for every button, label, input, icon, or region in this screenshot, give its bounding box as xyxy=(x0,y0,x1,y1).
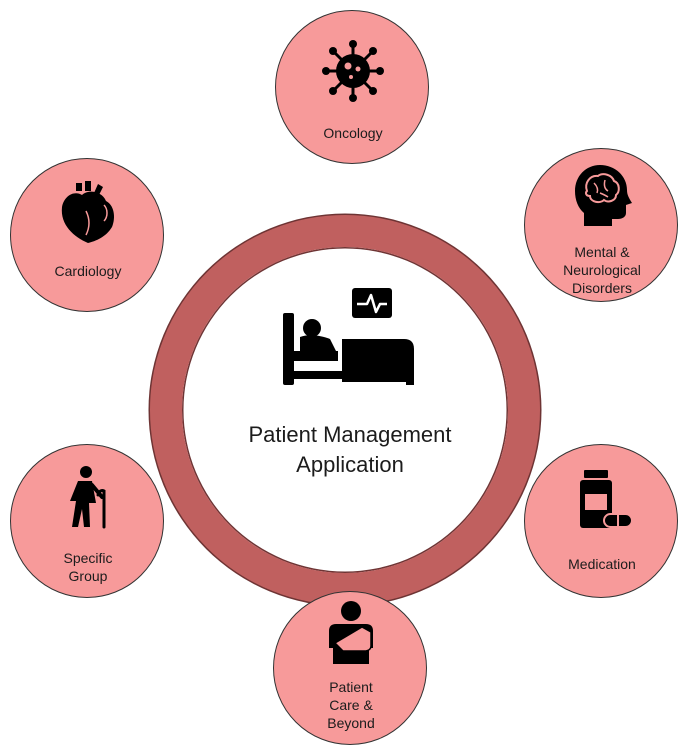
virus-icon xyxy=(322,40,384,102)
arm-sling-icon xyxy=(329,601,373,664)
center-title: Patient Management Application xyxy=(248,422,452,477)
node-patient-care: Patient Care & Beyond xyxy=(273,591,427,745)
pill-bottle-icon xyxy=(580,470,633,528)
node-oncology: Oncology xyxy=(275,10,429,164)
elderly-person-icon xyxy=(70,466,106,529)
node-label: Medication xyxy=(568,556,636,572)
node-label: Patient Care & Beyond xyxy=(327,679,375,731)
node-cardiology: Cardiology xyxy=(10,158,164,312)
node-specific-group: Specific Group xyxy=(10,444,164,598)
node-label: Mental & Neurological Disorders xyxy=(563,244,641,296)
node-medication: Medication xyxy=(524,444,678,598)
node-label: Oncology xyxy=(323,125,383,141)
central-ring xyxy=(150,215,540,605)
node-label: Cardiology xyxy=(54,263,122,279)
heart-icon xyxy=(61,181,114,243)
node-label: Specific Group xyxy=(63,550,113,584)
node-mental-neurological: Mental & Neurological Disorders xyxy=(524,148,678,302)
hospital-bed-monitor-icon xyxy=(283,288,414,385)
brain-head-icon xyxy=(575,165,632,226)
